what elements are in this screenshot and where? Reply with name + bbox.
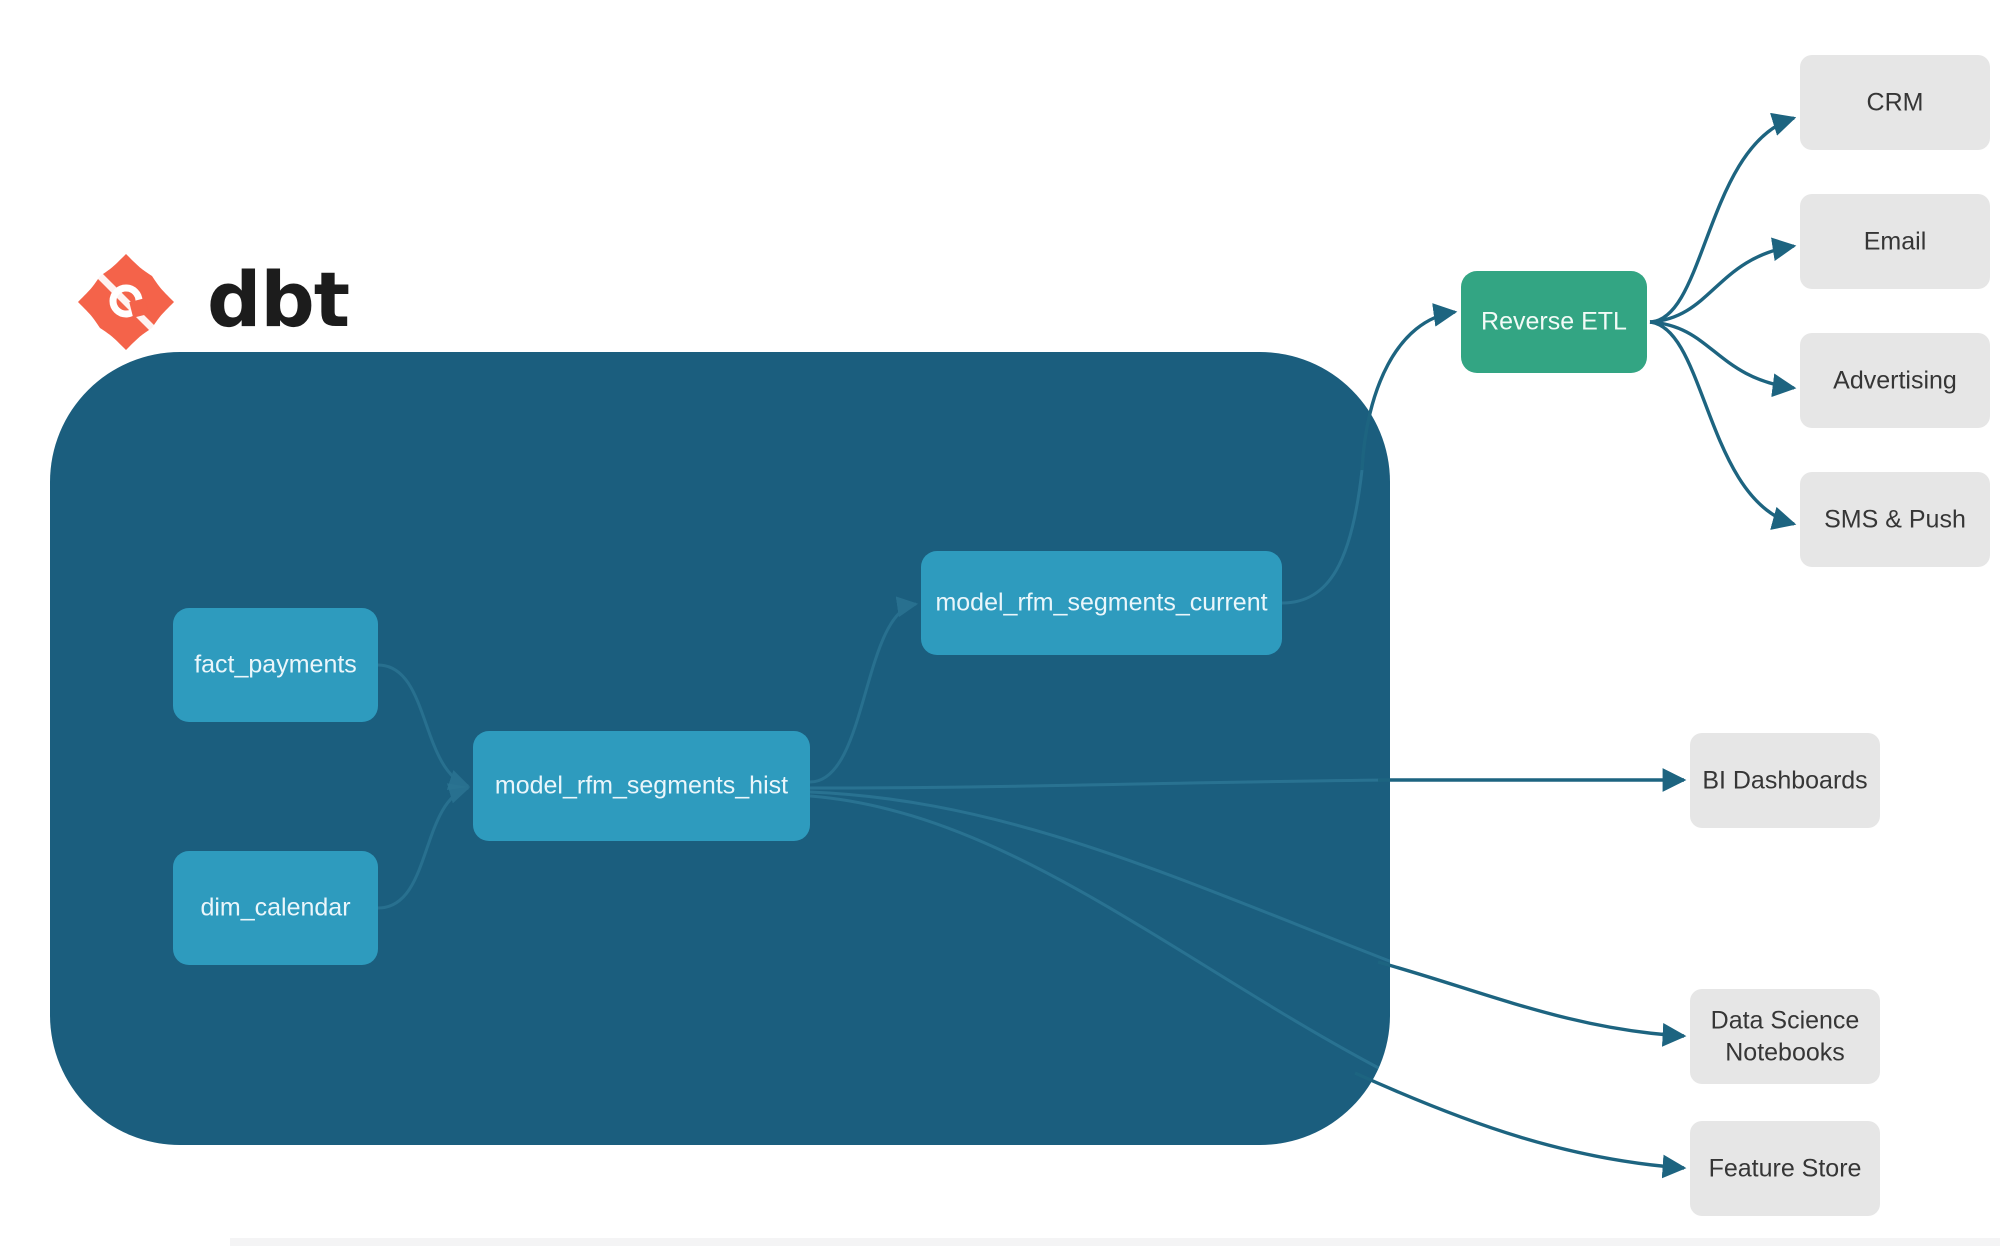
node-bi-dashboards-label: BI Dashboards [1702,767,1867,795]
node-reverse-etl-box[interactable] [1461,271,1647,373]
edge-hist-to-feature-store [1354,1071,1687,1179]
edge-current-to-reverse-etl [1360,303,1458,471]
node-bi-dashboards-box[interactable] [1690,733,1880,828]
node-email-label: Email [1864,228,1927,256]
node-fact-payments-label: fact_payments [194,651,357,679]
node-crm-label: CRM [1867,89,1924,117]
node-data-science-notebooks-label-line1: Data Science [1711,1007,1860,1035]
node-data-science-notebooks-label-line2: Notebooks [1725,1039,1845,1067]
edge-hist-to-data-science-notebooks [1377,960,1687,1047]
node-advertising-label: Advertising [1833,367,1957,395]
edge-reverse-etl-to-sms-and-push [1649,320,1797,530]
edge-reverse-etl-to-crm [1649,112,1797,324]
node-advertising-box[interactable] [1800,333,1990,428]
node-data-science-notebooks[interactable]: Data Science Notebooks [1690,989,1880,1084]
node-sms-and-push[interactable]: SMS & Push [1800,472,1990,567]
node-bi-dashboards[interactable]: BI Dashboards [1690,733,1880,828]
node-reverse-etl[interactable]: Reverse ETL [1461,271,1647,373]
node-model-rfm-segments-hist[interactable]: model_rfm_segments_hist [473,731,810,841]
node-model-rfm-segments-hist-label: model_rfm_segments_hist [495,772,788,800]
edge-hist-to-bi-dashboards-internal [809,778,1390,790]
node-data-science-notebooks-box[interactable] [1690,989,1880,1084]
bottom-divider [230,1238,2000,1246]
node-advertising[interactable]: Advertising [1800,333,1990,428]
node-feature-store-box[interactable] [1690,1121,1880,1216]
edge-current-to-reverse-etl-internal [1281,469,1364,605]
edge-hist-to-current [809,596,919,784]
internal-edge-group [377,469,1390,1077]
node-dim-calendar-label: dim_calendar [200,894,350,922]
node-model-rfm-segments-hist-box[interactable] [473,731,810,841]
edge-dim-calendar-to-hist [377,783,471,910]
node-fact-payments[interactable]: fact_payments [173,608,378,722]
dbt-logo-icon [78,254,174,350]
node-dim-calendar[interactable]: dim_calendar [173,851,378,965]
node-email[interactable]: Email [1800,194,1990,289]
dbt-wordmark: dbt [207,255,349,344]
node-sms-and-push-box[interactable] [1800,472,1990,567]
node-feature-store-label: Feature Store [1709,1155,1862,1183]
edge-fact-payments-to-hist [377,663,470,790]
node-model-rfm-segments-current-box[interactable] [921,551,1282,655]
node-crm[interactable]: CRM [1800,55,1990,150]
edge-reverse-etl-to-advertising [1649,320,1797,398]
node-model-rfm-segments-current-label: model_rfm_segments_current [935,589,1267,617]
node-dim-calendar-box[interactable] [173,851,378,965]
edge-hist-to-feature-store-internal [809,794,1390,1077]
node-sms-and-push-label: SMS & Push [1824,506,1966,534]
node-reverse-etl-label: Reverse ETL [1481,308,1627,336]
edge-hist-to-data-science-internal [809,790,1390,964]
node-email-box[interactable] [1800,194,1990,289]
edge-reverse-etl-to-email [1649,237,1797,324]
node-model-rfm-segments-current[interactable]: model_rfm_segments_current [921,551,1282,655]
node-fact-payments-box[interactable] [173,608,378,722]
node-feature-store[interactable]: Feature Store [1690,1121,1880,1216]
node-crm-box[interactable] [1800,55,1990,150]
